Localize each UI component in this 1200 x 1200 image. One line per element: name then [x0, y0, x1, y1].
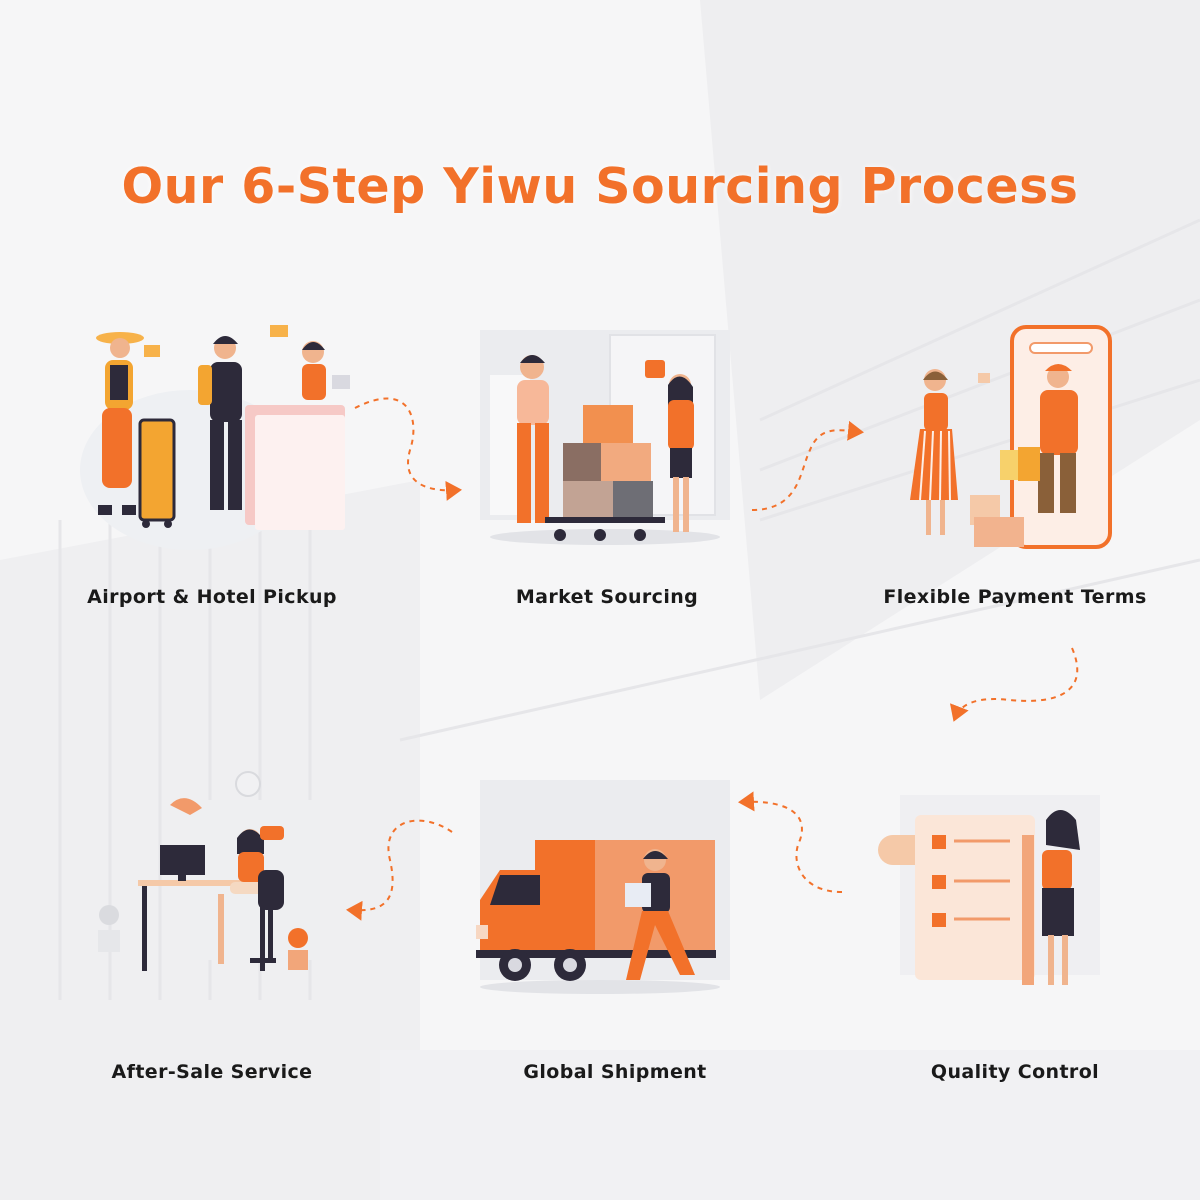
delivery-truck-illustration: [476, 780, 730, 994]
step-label-flexible-payment-terms: Flexible Payment Terms: [883, 586, 1147, 608]
page-title: Our 6-Step Yiwu Sourcing Process: [121, 158, 1079, 215]
cart-with-boxes-illustration: [480, 330, 730, 545]
step-flexible-payment-terms: [900, 325, 1115, 550]
step-global-shipment: [470, 775, 740, 995]
step-label-market-sourcing: Market Sourcing: [515, 586, 699, 608]
step-label-after-sale-service: After-Sale Service: [111, 1061, 313, 1083]
step-after-sale-service: [90, 770, 330, 980]
step-quality-control: [870, 795, 1100, 995]
step-label-global-shipment: Global Shipment: [523, 1061, 707, 1083]
phone-delivery-payment-illustration: [910, 325, 1112, 549]
step-airport-hotel-pickup: [80, 320, 360, 560]
office-desk-support-illustration: [98, 771, 320, 971]
step-label-airport-hotel-pickup: Airport & Hotel Pickup: [87, 586, 337, 608]
checklist-inspection-illustration: [878, 795, 1100, 985]
travelers-at-hotel-desk-illustration: [80, 325, 350, 550]
step-market-sourcing: [475, 325, 745, 550]
step-label-quality-control: Quality Control: [930, 1061, 1100, 1083]
